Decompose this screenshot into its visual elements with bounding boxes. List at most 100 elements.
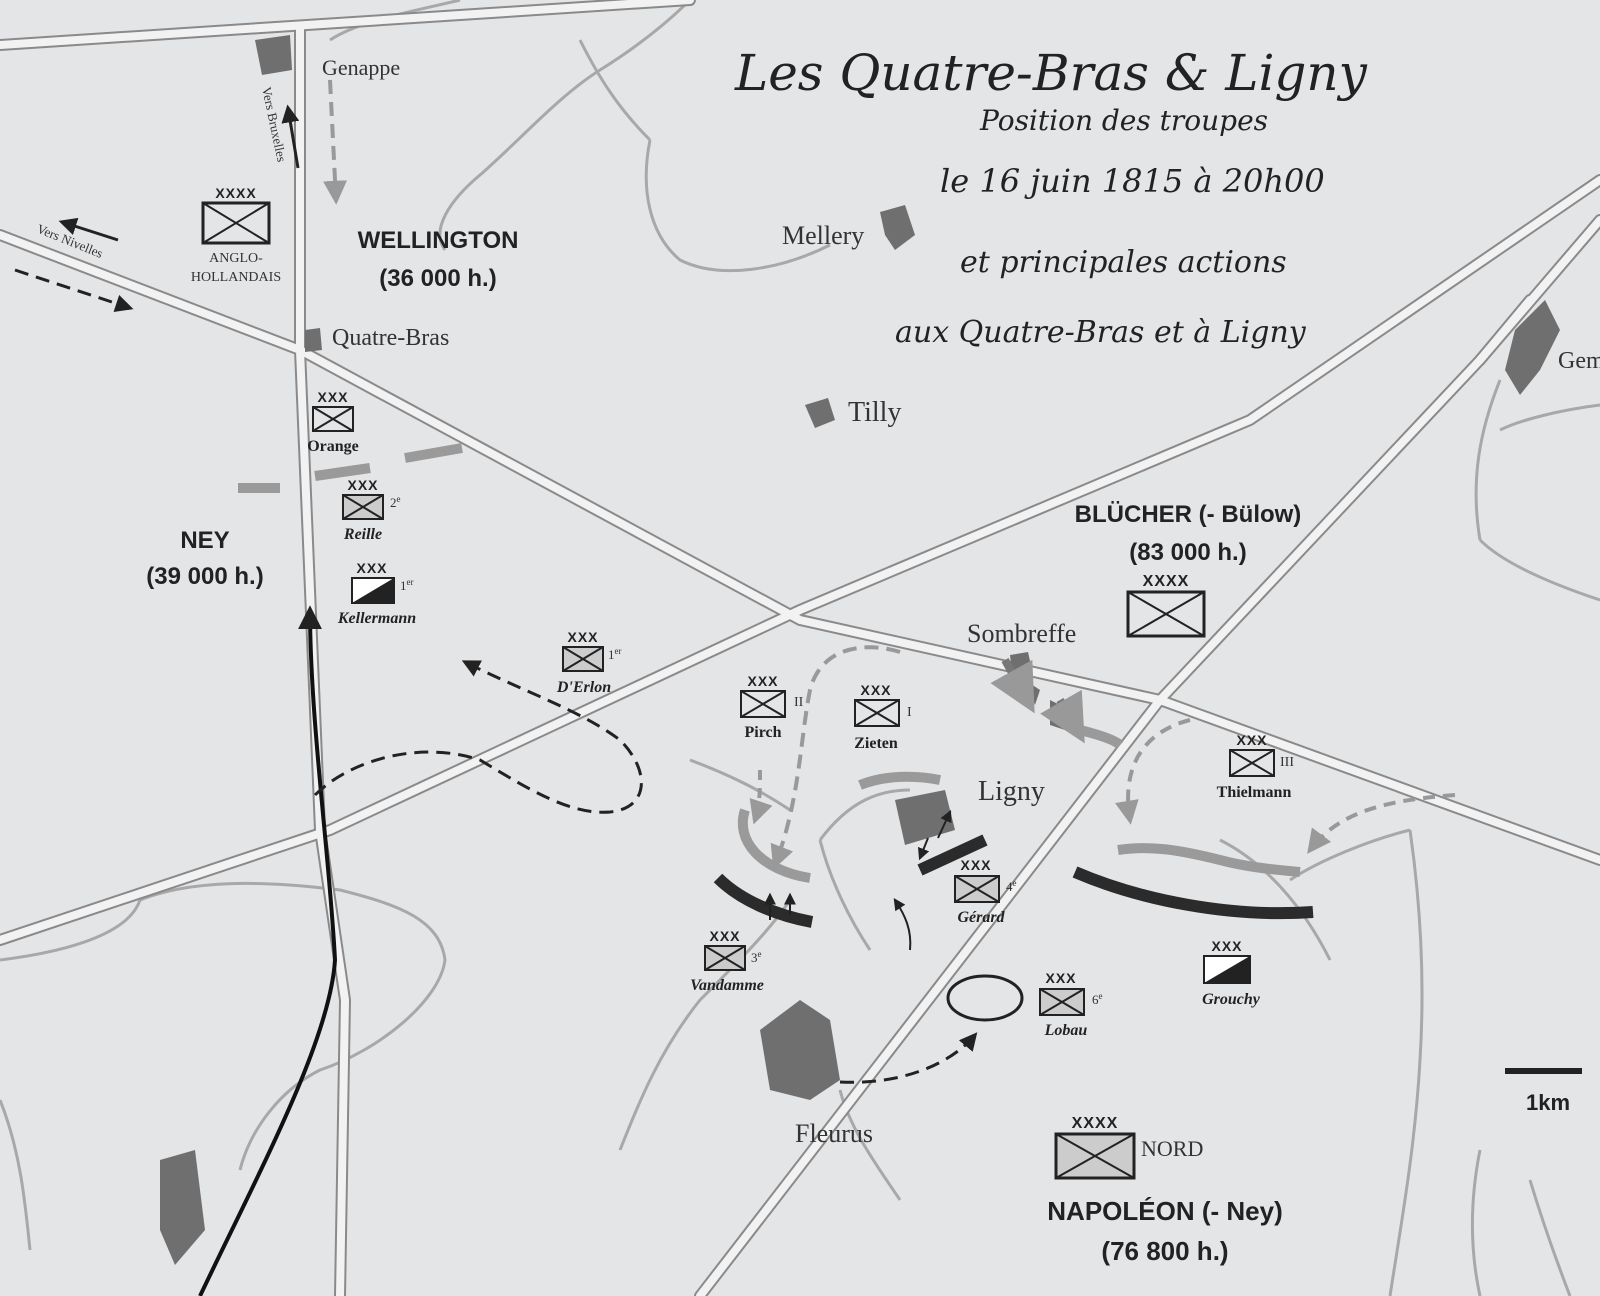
fleurus-to-reserve (839, 1032, 978, 1084)
genappe-approach (323, 79, 348, 205)
unit-reille: XXX 2e Reille (342, 477, 401, 543)
svg-text:1er: 1er (608, 646, 622, 662)
unit-thielmann: XXX III Thielmann (1217, 732, 1295, 801)
svg-text:Orange: Orange (307, 438, 359, 455)
ligny-town (895, 790, 955, 845)
unit-anglo-hollandais: XXXX ANGLO- HOLLANDAIS (191, 185, 281, 285)
wellington-name: WELLINGTON (358, 227, 519, 254)
svg-text:XXXX: XXXX (1143, 573, 1190, 590)
place-sombreffe: Sombreffe (967, 619, 1076, 648)
subtitle-line3: et principales actions (960, 245, 1287, 280)
commander-labels: WELLINGTON (36 000 h.) NEY (39 000 h.) B… (146, 227, 1301, 1266)
svg-text:NORD: NORD (1141, 1136, 1203, 1161)
svg-text:II: II (794, 695, 804, 710)
sombreffe-south-1 (990, 658, 1035, 714)
thielmann-left (1115, 718, 1191, 825)
place-mellery: Mellery (782, 221, 864, 250)
unit-prussian-army: XXXX (1126, 573, 1206, 638)
quatre-bras-town (305, 328, 322, 352)
movement-arrows (14, 79, 1456, 1296)
mellery-town (880, 205, 915, 250)
reserve-position (946, 974, 1024, 1022)
attack-arrows (764, 809, 952, 951)
unit-symbols: XXXX ANGLO- HOLLANDAIS XXX Orange XXX 2e… (191, 185, 1295, 1180)
unit-kellermann: XXX 1er Kellermann (337, 560, 416, 627)
sombreffe-south-2 (1040, 689, 1085, 744)
place-ligny: Ligny (978, 776, 1045, 807)
scale-bar: 1km (1505, 1068, 1582, 1115)
prussian-lines (238, 443, 1301, 883)
svg-text:D'Erlon: D'Erlon (556, 679, 611, 696)
map-title: Les Quatre-Bras & Ligny (734, 44, 1368, 102)
napoleon-name: NAPOLÉON (- Ney) (1047, 1196, 1282, 1226)
fleurus-town (760, 1000, 840, 1100)
place-tilly: Tilly (848, 397, 901, 428)
subtitle-line1: Position des troupes (979, 104, 1268, 137)
derlon-march (313, 660, 643, 814)
svg-text:XXX: XXX (960, 857, 991, 873)
subtitle-line4: aux Quatre-Bras et à Ligny (895, 315, 1307, 350)
unit-zieten: XXX I Zieten (854, 682, 912, 752)
svg-text:XXX: XXX (747, 673, 778, 689)
svg-text:Zieten: Zieten (854, 735, 898, 752)
svg-text:XXX: XXX (1236, 732, 1267, 748)
scale-label: 1km (1526, 1090, 1570, 1115)
svg-text:Gérard: Gérard (957, 909, 1005, 926)
unit-pirch: XXX II Pirch (740, 673, 804, 741)
svg-text:XXX: XXX (1211, 938, 1242, 954)
svg-text:XXX: XXX (347, 477, 378, 493)
svg-text:I: I (907, 705, 912, 720)
blucher-name: BLÜCHER (- Bülow) (1075, 501, 1302, 528)
subtitle-line2: le 16 juin 1815 à 20h00 (940, 162, 1325, 200)
ney-strength: (39 000 h.) (146, 563, 263, 590)
svg-text:4e: 4e (1006, 878, 1017, 894)
prussian-west-1 (749, 769, 773, 825)
svg-text:3e: 3e (751, 949, 762, 965)
svg-text:XXX: XXX (356, 560, 387, 576)
svg-text:XXX: XXX (317, 389, 348, 405)
place-fleurus: Fleurus (795, 1119, 873, 1148)
unit-vandamme: XXX 3e Vandamme (690, 928, 764, 994)
svg-text:XXX: XXX (709, 928, 740, 944)
tilly-town (805, 398, 835, 428)
ney-name: NEY (180, 527, 229, 554)
unit-grouchy: XXX Grouchy (1202, 938, 1261, 1008)
unit-derlon: XXX 1er D'Erlon (556, 629, 622, 696)
title-block: Les Quatre-Bras & Ligny Position des tro… (734, 44, 1368, 350)
svg-text:XXX: XXX (1045, 970, 1076, 986)
gembloux-town (1505, 300, 1560, 395)
svg-text:Pirch: Pirch (744, 724, 781, 741)
svg-text:2e: 2e (390, 494, 401, 510)
southwest-town (160, 1150, 205, 1265)
svg-text:Reille: Reille (343, 526, 382, 543)
svg-text:Lobau: Lobau (1044, 1022, 1088, 1039)
pirch-counter (770, 645, 901, 870)
place-gembloux: Gem (1558, 348, 1600, 374)
blucher-strength: (83 000 h.) (1129, 539, 1246, 566)
place-quatre-bras: Quatre-Bras (332, 325, 449, 351)
svg-text:XXX: XXX (860, 682, 891, 698)
napoleon-strength: (76 800 h.) (1101, 1236, 1228, 1266)
svg-text:ANGLO-: ANGLO- (209, 251, 263, 266)
genappe-town (255, 35, 292, 75)
thielmann-right (1307, 793, 1456, 854)
svg-text:XXXX: XXXX (1072, 1115, 1119, 1132)
echelon-xxxx: XXXX (215, 185, 256, 201)
svg-text:Kellermann: Kellermann (337, 610, 416, 627)
svg-text:Vandamme: Vandamme (690, 977, 764, 994)
road-direction-arrows (58, 104, 300, 242)
french-lines (713, 834, 1314, 928)
wellington-strength: (36 000 h.) (379, 265, 496, 292)
kellermann-march (198, 605, 338, 1296)
arrow-to-nivelles (58, 217, 119, 242)
unit-orange: XXX Orange (307, 389, 359, 455)
svg-text:6e: 6e (1092, 991, 1103, 1007)
svg-text:XXX: XXX (567, 629, 598, 645)
svg-text:Grouchy: Grouchy (1202, 991, 1261, 1008)
unit-lobau: XXX 6e Lobau (1039, 970, 1103, 1039)
unit-gerard: XXX 4e Gérard (954, 857, 1017, 926)
nivelles-approach (14, 268, 134, 313)
